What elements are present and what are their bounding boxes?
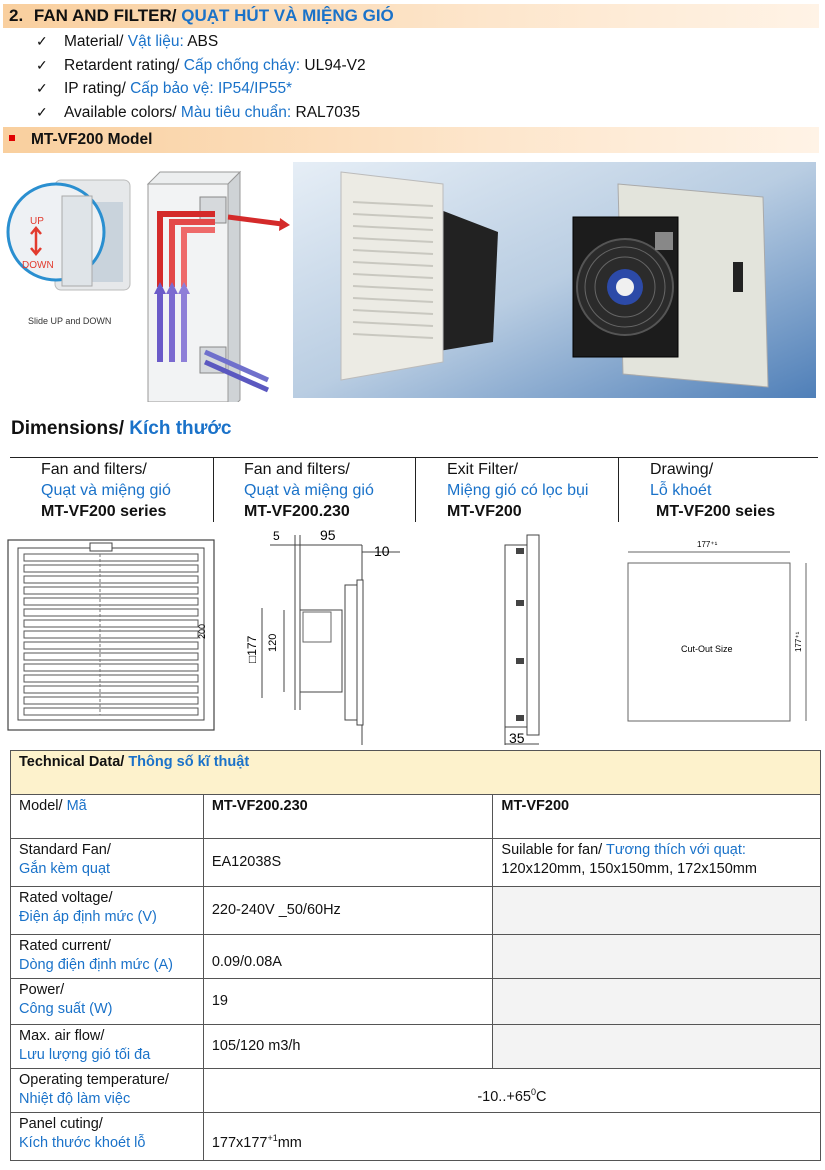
table-row: Model/ Mã MT-VF200.230 MT-VF200 bbox=[10, 794, 821, 839]
dim-95: 95 bbox=[320, 530, 336, 543]
up-label: UP bbox=[30, 216, 44, 227]
feature-item: ✓IP rating/ Cấp bảo vệ: IP54/IP55* bbox=[36, 77, 366, 101]
dim-col-1: Fan and filters/ Quạt và miệng gió MT-VF… bbox=[41, 461, 171, 520]
feature-item: ✓Available colors/ Màu tiêu chuẩn: RAL70… bbox=[36, 101, 366, 125]
dim-120: 120 bbox=[267, 634, 279, 652]
section-title-en: FAN AND FILTER/ bbox=[33, 6, 177, 25]
check-icon: ✓ bbox=[36, 80, 48, 96]
dim-177: □177 bbox=[245, 635, 259, 663]
product-photo bbox=[293, 162, 816, 398]
red-bullet-icon bbox=[9, 134, 15, 141]
airflow-illustration: UP DOWN Slide UP and DOWN bbox=[0, 162, 290, 414]
dimension-columns: Fan and filters/ Quạt và miệng gió MT-VF… bbox=[10, 457, 818, 522]
table-row: Standard Fan/Gắn kèm quạt EA12038S Suila… bbox=[10, 838, 821, 887]
dim-35: 35 bbox=[509, 730, 525, 746]
table-row: Rated voltage/Điện áp định mức (V) 220-2… bbox=[10, 886, 821, 935]
check-icon: ✓ bbox=[36, 33, 48, 49]
feature-item: ✓Retardent rating/ Cấp chống cháy: UL94-… bbox=[36, 54, 366, 78]
model-title: MT-VF200 Model bbox=[31, 131, 153, 148]
dim-col-3: Exit Filter/ Miệng gió có lọc bụi MT-VF2… bbox=[415, 458, 615, 522]
cutout-right-dim: 177⁺¹ bbox=[794, 631, 803, 652]
dim-5: 5 bbox=[273, 530, 280, 543]
table-title: Technical Data/ Thông số kĩ thuật bbox=[10, 750, 821, 795]
technical-data-table: Technical Data/ Thông số kĩ thuật Model/… bbox=[10, 750, 822, 1161]
table-row: Max. air flow/Lưu lượng gió tối đa 105/1… bbox=[10, 1024, 821, 1069]
cutout-top-dim: 177⁺¹ bbox=[697, 540, 718, 549]
slide-caption: Slide UP and DOWN bbox=[28, 316, 111, 326]
drawing-cutout: 177⁺¹ 177⁺¹ Cut-Out Size bbox=[627, 540, 807, 722]
check-icon: ✓ bbox=[36, 103, 48, 120]
technical-drawings: 200 5 95 10 □177 120 bbox=[0, 527, 825, 750]
section-title-vi: QUẠT HÚT VÀ MIỆNG GIÓ bbox=[181, 6, 394, 25]
dim-col-2: Fan and filters/ Quạt và miệng gió MT-VF… bbox=[213, 458, 413, 522]
op-temp-value: -10..+650C bbox=[202, 1068, 822, 1113]
dimensions-title: Dimensions/ Kích thước bbox=[11, 418, 232, 439]
cutout-label: Cut-Out Size bbox=[681, 644, 733, 654]
dim-200: 200 bbox=[197, 624, 207, 639]
section-number: 2. bbox=[9, 6, 24, 25]
drawing-side-fan: 5 95 10 □177 120 bbox=[245, 527, 400, 745]
cabinet-airflow-diagram: UP DOWN Slide UP and DOWN bbox=[6, 170, 290, 414]
check-icon: ✓ bbox=[36, 56, 48, 73]
table-row: Panel cuting/Kích thước khoét lỗ 177x177… bbox=[10, 1112, 822, 1161]
fan-filter-photo bbox=[293, 162, 816, 398]
down-label: DOWN bbox=[22, 260, 54, 271]
drawing-front-grille: 200 bbox=[7, 539, 215, 731]
dim-10: 10 bbox=[374, 543, 390, 559]
table-row: Operating temperature/Nhiệt độ làm việc … bbox=[10, 1068, 822, 1113]
feature-list: ✓Material/ Vật liệu: ABS ✓Retardent rati… bbox=[36, 30, 366, 124]
dimension-drawings: 200 5 95 10 □177 120 bbox=[7, 527, 807, 746]
table-header-row: Technical Data/ Thông số kĩ thuật bbox=[10, 750, 821, 795]
table-row: Rated current/Dòng điện định mức (A) 0.0… bbox=[10, 934, 821, 979]
model-header: MT-VF200 Model bbox=[3, 127, 819, 153]
panel-cut-value: 177x177+1mm bbox=[202, 1112, 822, 1161]
section-header: 2. FAN AND FILTER/ QUẠT HÚT VÀ MIỆNG GIÓ bbox=[3, 4, 819, 28]
table-row: Power/Công suất (W) 19 bbox=[10, 978, 821, 1025]
drawing-exit-filter: 35 bbox=[504, 534, 540, 746]
dim-col-4: Drawing/ Lỗ khoét MT-VF200 seies bbox=[618, 458, 818, 522]
feature-item: ✓Material/ Vật liệu: ABS bbox=[36, 30, 366, 54]
